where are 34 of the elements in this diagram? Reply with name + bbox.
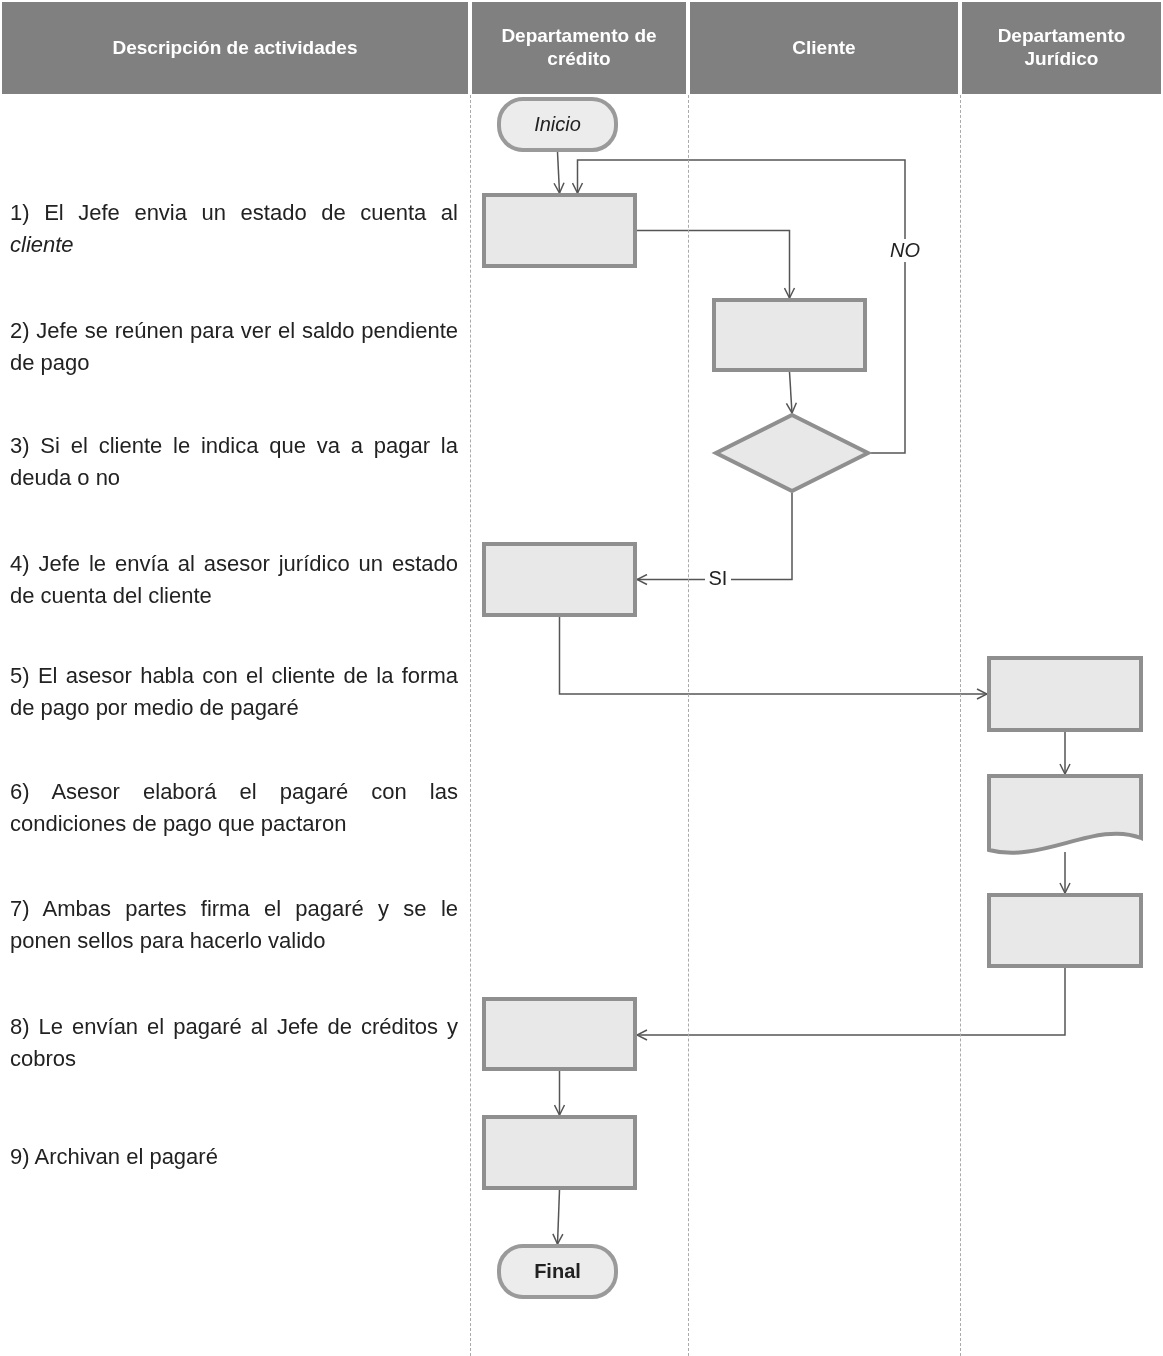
column-header: Departamento Jurídico	[962, 2, 1161, 94]
activity-description: 8) Le envían el pagaré al Jefe de créditos y cobros	[10, 1013, 458, 1073]
process-box	[987, 656, 1143, 732]
activity-description: 6) Asesor elaborá el pagaré con las condiciones de pago que pactaron	[10, 778, 458, 838]
activity-description: 5) El asesor habla con el cliente de la forma de pago por medio de pagaré	[10, 662, 458, 722]
arrow	[785, 371, 798, 414]
terminal-shape: Final	[497, 1244, 618, 1299]
process-box	[987, 893, 1143, 968]
terminal-shape: Inicio	[497, 97, 618, 152]
arrow	[553, 1070, 566, 1116]
column-header: Descripción de actividades	[2, 2, 468, 94]
arrow	[1059, 851, 1071, 894]
activity-description: 9) Archivan el pagaré	[10, 1143, 219, 1171]
activity-description: 7) Ambas partes firma el pagaré y se le ponen sellos para hacerlo valido	[10, 895, 458, 955]
arrow	[558, 616, 988, 700]
process-box	[482, 542, 637, 617]
arrow	[571, 159, 906, 454]
column-header: Departamento de crédito	[472, 2, 686, 94]
activity-description: 4) Jefe le envía al asesor jurídico un estado de cuenta del cliente	[10, 550, 458, 610]
arrow	[552, 1189, 564, 1245]
arrow	[553, 151, 565, 194]
arrow	[636, 492, 793, 586]
activity-description: 2) Jefe se reúnen para ver el saldo pendiente de pago	[10, 317, 458, 377]
arrow	[1059, 731, 1071, 775]
arrow	[636, 967, 1066, 1041]
process-box	[482, 1115, 637, 1190]
process-box	[712, 298, 867, 372]
process-box	[482, 997, 637, 1071]
decision-diamond	[714, 413, 870, 493]
activity-description: 3) Si el cliente le indica que va a pagar la deuda o no	[10, 432, 458, 492]
column-header: Cliente	[690, 2, 958, 94]
arrow	[636, 229, 796, 299]
process-box	[482, 193, 637, 268]
activity-description: 1) El Jefe envia un estado de cuenta al cliente	[10, 199, 458, 259]
